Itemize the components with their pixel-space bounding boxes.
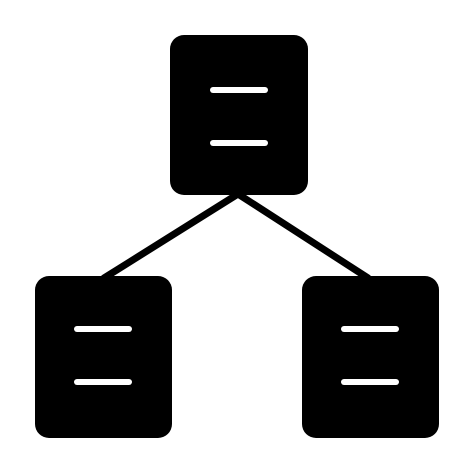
left-document-line-1 <box>74 326 132 332</box>
top-document-line-1 <box>210 87 268 93</box>
top-document-icon <box>170 35 308 195</box>
right-document-line-1 <box>341 326 399 332</box>
left-document-icon <box>35 276 172 438</box>
connector-left <box>100 190 242 282</box>
connector-lines <box>100 190 372 282</box>
right-document-icon <box>302 276 439 438</box>
connector-right <box>234 190 372 282</box>
right-document-line-2 <box>341 379 399 385</box>
left-document-line-2 <box>74 379 132 385</box>
top-document-line-2 <box>210 140 268 146</box>
